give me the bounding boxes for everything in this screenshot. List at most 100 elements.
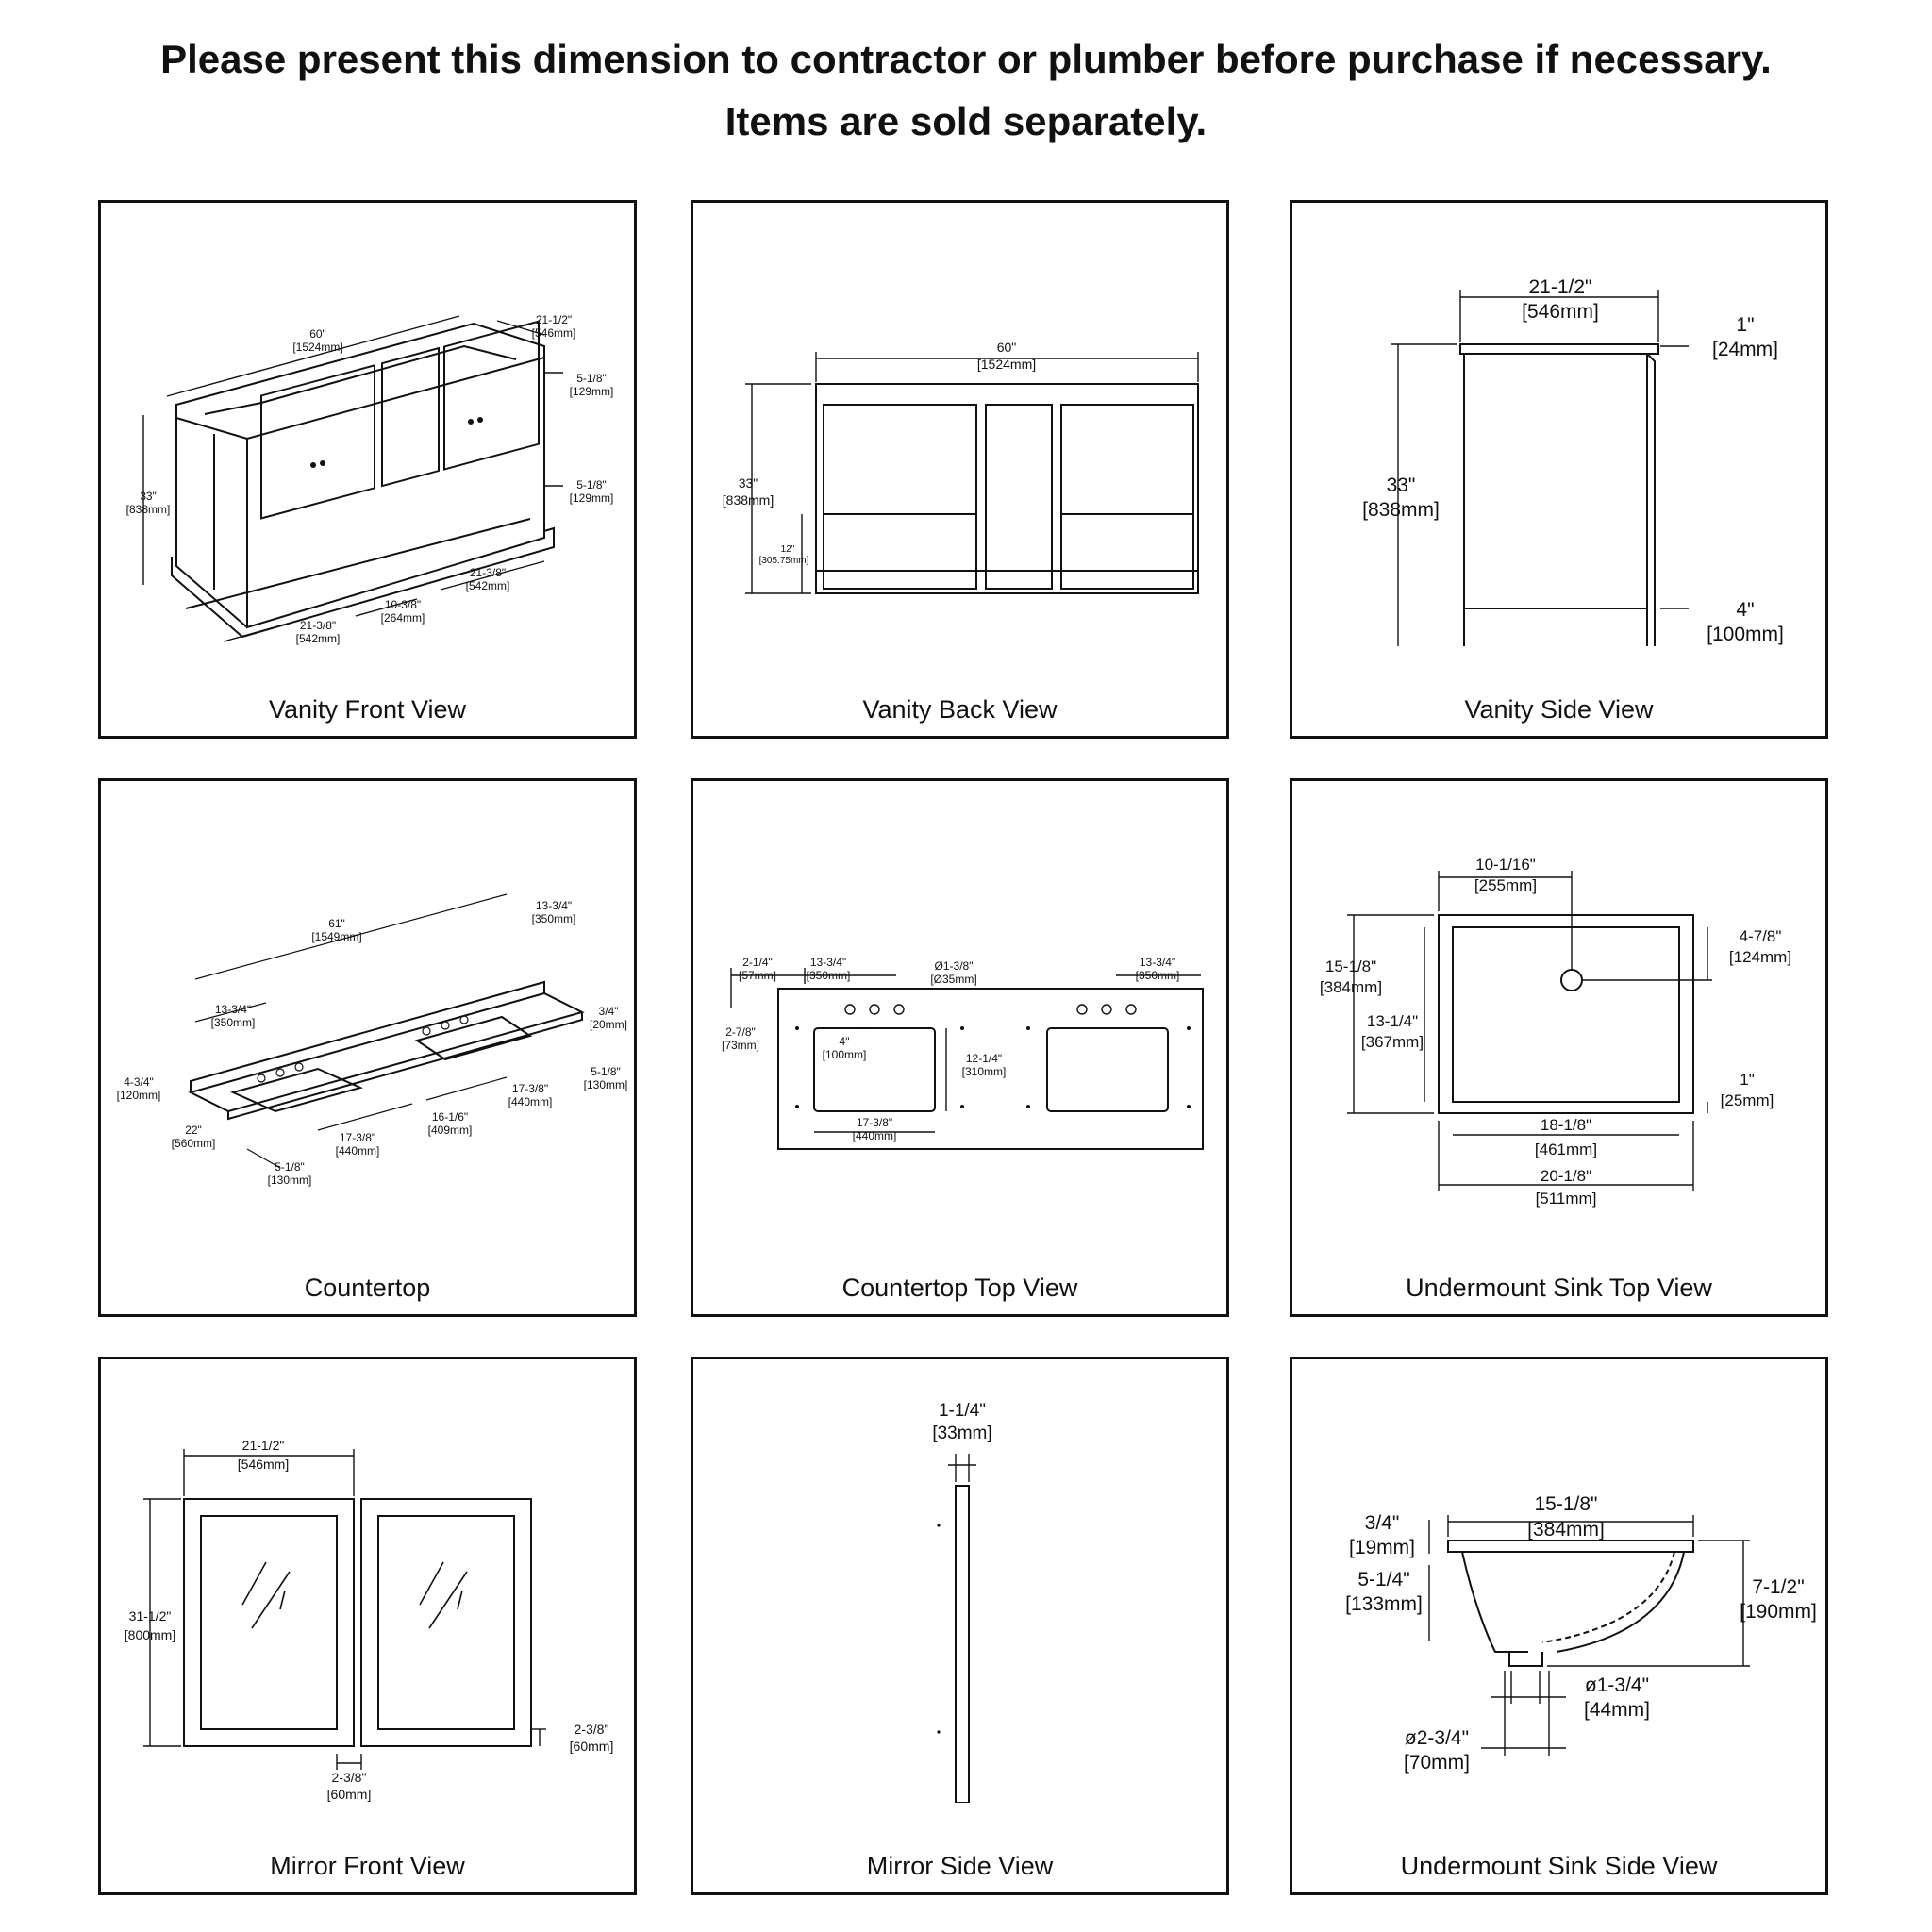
dim-left-hole: 13-3/4" xyxy=(215,1003,251,1016)
dim-right-hole: 13-3/4" xyxy=(536,899,572,912)
dim-height-mm: [838mm] xyxy=(1362,499,1440,521)
dim-gap: 16-1/6" xyxy=(432,1110,468,1124)
dim-spacing: 4" xyxy=(840,1035,850,1048)
dim-depth-mm: [546mm] xyxy=(532,326,576,340)
dim-front-right-mm: [130mm] xyxy=(584,1078,628,1091)
panel-mirror-front-view: 21-1/2" [546mm] 31-1/2" [800mm] 2-3/8" [… xyxy=(98,1357,637,1895)
dim-height-mm: [800mm] xyxy=(125,1627,175,1642)
dim-height: 33" xyxy=(140,490,157,503)
dim-hole-dia-mm: [Ø35mm] xyxy=(930,973,976,986)
mirror-side-profile xyxy=(955,1485,970,1803)
dim-edge: 2-1/4" xyxy=(742,956,773,969)
sink-rim xyxy=(1447,1540,1694,1553)
dim-sink-width-mm: [440mm] xyxy=(853,1129,897,1142)
sink-inner-bowl xyxy=(1452,926,1680,1103)
dim-toe-mm: [100mm] xyxy=(1707,624,1784,645)
right-sink xyxy=(414,1015,533,1061)
vanity-back-outline xyxy=(815,383,1199,594)
dim-sink-width: 17-3/8" xyxy=(857,1116,892,1129)
dim-center-width-mm: [264mm] xyxy=(381,611,425,625)
dim-drain-offset: 10-1/16" xyxy=(1475,856,1536,874)
dim-rim: 1" xyxy=(1740,1071,1755,1089)
countertop-top-drawing: 2-1/4" [57mm] 13-3/4" [350mm] Ø1-3/8" [Ø… xyxy=(722,956,1204,1150)
sink-bowl-back xyxy=(1556,1551,1685,1653)
dim-depth-mm: [546mm] xyxy=(1522,301,1599,323)
dim-hole-left: 13-3/4" xyxy=(810,956,846,969)
dim-edge-mm: [57mm] xyxy=(739,969,776,982)
panel-caption: Countertop xyxy=(304,1274,431,1302)
dim-bowl-mm: [133mm] xyxy=(1345,1593,1423,1615)
dim-lower-mm: [305.75mm] xyxy=(759,556,809,566)
dim-drain-back-mm: [124mm] xyxy=(1729,948,1791,966)
dim-lower: 12" xyxy=(781,544,795,555)
dim-width-mm: [1524mm] xyxy=(977,357,1036,372)
dim-rim-mm: [19mm] xyxy=(1349,1537,1415,1558)
vanity-side-drawing: 21-1/2" [546mm] 1" [24mm] 33" [838mm] 4"… xyxy=(1362,276,1784,646)
dim-drawer-top: 5-1/8" xyxy=(576,372,607,385)
dim-height: 33" xyxy=(739,475,758,491)
panel-caption: Countertop Top View xyxy=(841,1274,1078,1302)
dim-height-mm: [838mm] xyxy=(723,492,774,508)
dim-width: 60" xyxy=(309,327,326,341)
panel-caption: Vanity Side View xyxy=(1464,695,1654,724)
dim-top: 1" xyxy=(1736,314,1754,336)
dim-inner-depth: 13-1/4" xyxy=(1367,1012,1418,1030)
panel-caption: Mirror Side View xyxy=(866,1852,1054,1880)
dim-frame-bottom-mm: [60mm] xyxy=(570,1739,614,1754)
panel-vanity-back-view: 60" [1524mm] 33" [838mm] 12" [305.75mm] … xyxy=(691,200,1229,739)
page-header: Please present this dimension to contrac… xyxy=(0,28,1932,153)
header-line-2: Items are sold separately. xyxy=(724,99,1208,143)
countertop-top-outline xyxy=(777,988,1204,1150)
dim-backsplash-mm: [120mm] xyxy=(117,1089,161,1102)
dim-hole-right: 13-3/4" xyxy=(1140,956,1175,969)
dim-width: 15-1/8" xyxy=(1535,1493,1598,1515)
dim-frame-side: 2-3/8" xyxy=(332,1770,367,1785)
dim-inner-depth-mm: [367mm] xyxy=(1361,1033,1424,1051)
dim-back-mm: [73mm] xyxy=(722,1039,759,1052)
dim-hole-right-mm: [350mm] xyxy=(1136,969,1180,982)
dim-width: 61" xyxy=(328,917,345,930)
dim-sink-depth-mm: [310mm] xyxy=(962,1065,1007,1078)
dim-drain-offset-mm: [255mm] xyxy=(1474,876,1537,894)
dim-sink-depth: 12-1/4" xyxy=(966,1052,1002,1065)
panel-mirror-side-view: 1-1/4" [33mm] Mirror Side View xyxy=(691,1357,1229,1895)
dim-right-hole-mm: [350mm] xyxy=(532,912,576,925)
panel-caption: Vanity Back View xyxy=(862,695,1058,724)
left-sink xyxy=(230,1067,363,1113)
dim-drawer-top-mm: [129mm] xyxy=(570,385,614,398)
dim-depth-mm: [560mm] xyxy=(172,1137,216,1150)
sink-top-drawing: 10-1/16" [255mm] 15-1/8" [384mm] 4-7/8" … xyxy=(1320,856,1791,1208)
dim-depth: 21-1/2" xyxy=(1529,276,1592,298)
sink-drain xyxy=(1508,1652,1543,1667)
dim-sink-right: 17-3/8" xyxy=(512,1082,548,1095)
dim-spacing-mm: [100mm] xyxy=(823,1048,867,1061)
dim-outer-width-mm: [511mm] xyxy=(1536,1190,1597,1208)
dim-bowl: 5-1/4" xyxy=(1357,1569,1409,1591)
left-sink-cutout xyxy=(813,1027,936,1112)
dim-inner-width-mm: [461mm] xyxy=(1535,1141,1597,1158)
dim-thickness-mm: [33mm] xyxy=(932,1424,991,1443)
dim-frame-bottom: 2-3/8" xyxy=(575,1722,609,1737)
dim-left-hole-mm: [350mm] xyxy=(211,1016,256,1029)
dim-sink-left: 17-3/8" xyxy=(340,1131,375,1144)
dim-drawer-bottom-mm: [129mm] xyxy=(570,491,614,505)
dim-front-left-mm: [130mm] xyxy=(268,1174,312,1187)
dim-top-mm: [24mm] xyxy=(1712,339,1778,360)
dim-outer-depth: 15-1/8" xyxy=(1325,958,1376,975)
dim-left-width: 21-3/8" xyxy=(300,619,336,632)
sink-side-drawing: 15-1/8" [384mm] 3/4" [19mm] 5-1/4" [133m… xyxy=(1345,1493,1817,1774)
panel-countertop-top-view: 2-1/4" [57mm] 13-3/4" [350mm] Ø1-3/8" [Ø… xyxy=(691,778,1229,1317)
dim-left-width-mm: [542mm] xyxy=(296,632,341,645)
dim-width-mm: [546mm] xyxy=(238,1457,289,1472)
dim-depth: 7-1/2" xyxy=(1752,1576,1804,1598)
left-mirror-frame xyxy=(183,1498,355,1747)
dim-right-width-mm: [542mm] xyxy=(466,579,510,592)
dim-width-mm: [1549mm] xyxy=(311,930,361,943)
dim-drain-inner: ø1-3/4" xyxy=(1585,1674,1649,1696)
mirror-side-drawing: 1-1/4" [33mm] xyxy=(932,1401,992,1803)
right-mirror-frame xyxy=(360,1498,532,1747)
dim-sink-right-mm: [440mm] xyxy=(508,1095,553,1108)
dim-width: 60" xyxy=(997,340,1017,355)
dim-depth: 21-1/2" xyxy=(536,313,572,326)
dim-backsplash: 4-3/4" xyxy=(124,1075,154,1089)
